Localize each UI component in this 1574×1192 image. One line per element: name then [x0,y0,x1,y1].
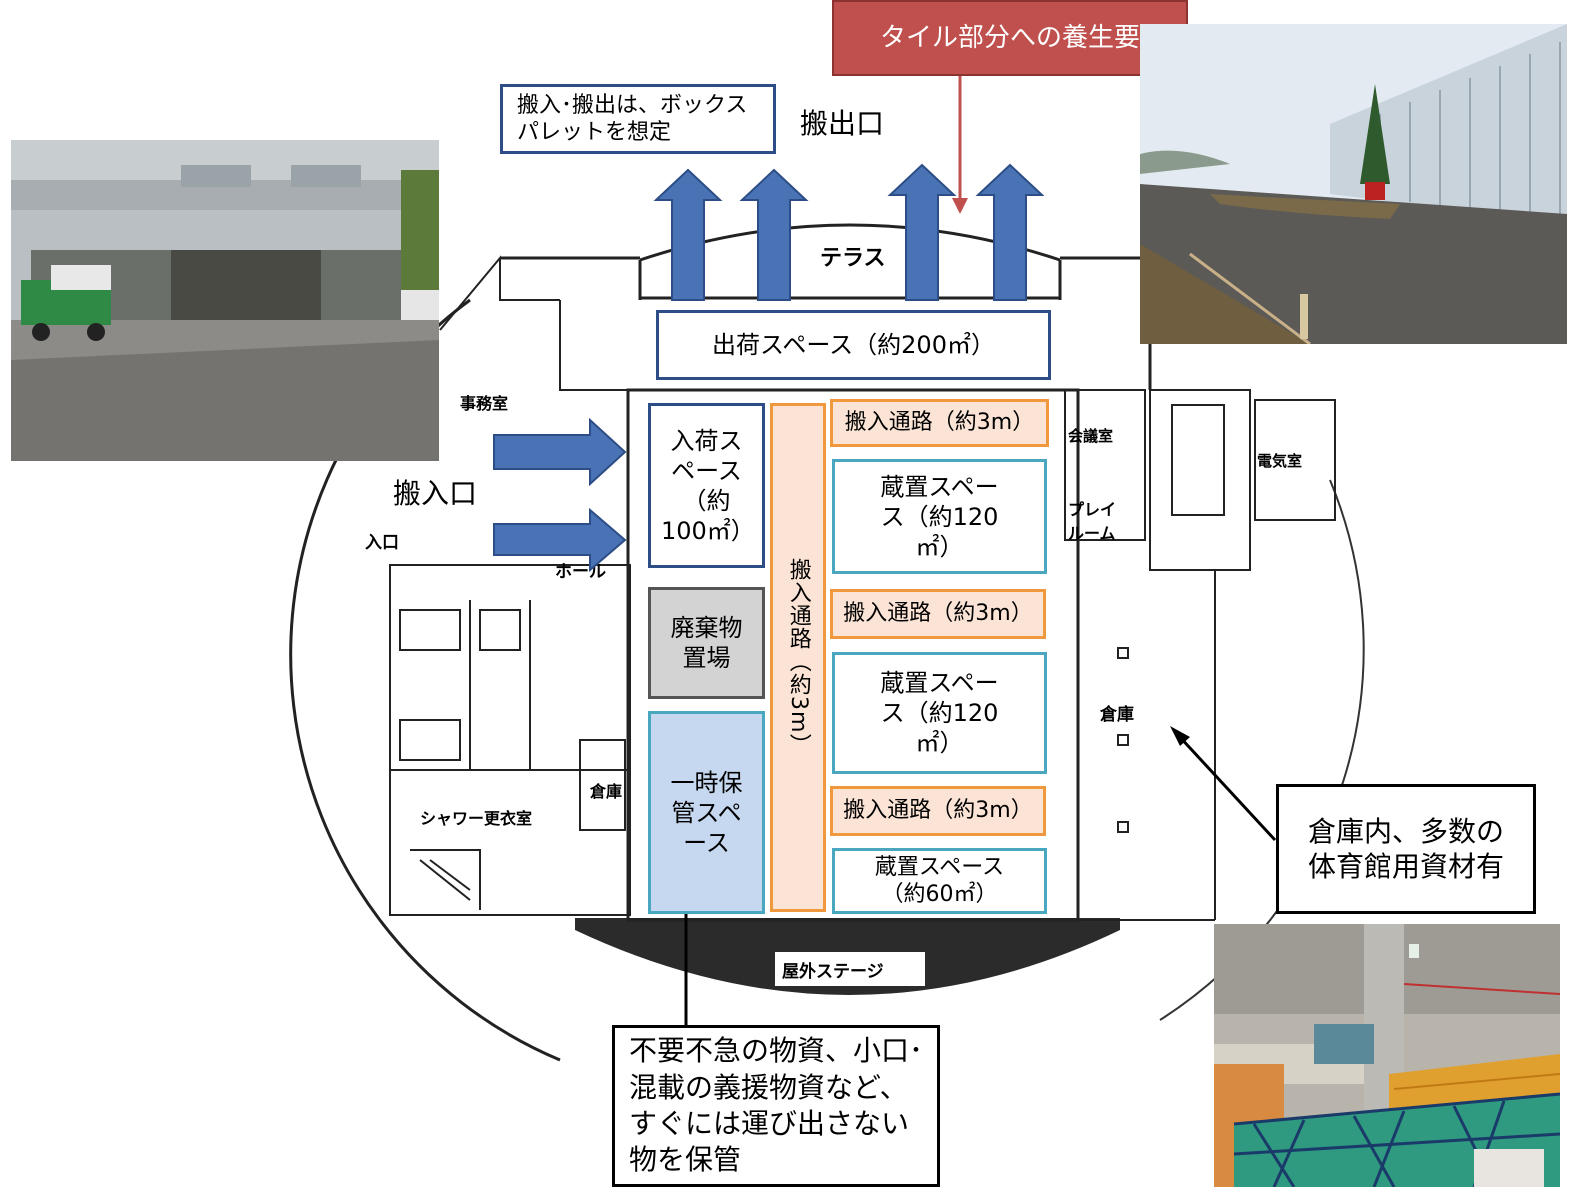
warehouse-pointer [1170,726,1190,746]
terrace-photo [1140,24,1567,344]
shipping-space: 出荷スペース（約200㎡） [656,310,1051,380]
exit-label: 搬出口 [800,107,885,140]
warehouse-photo-art [1214,924,1560,1187]
entry-label: 入口 [365,533,399,553]
main-hall-outline [626,388,1080,922]
entrance-arrow-1 [493,417,627,487]
temporary-storage-space: 一時保管スペース [648,711,765,914]
tile-pointer [952,198,968,214]
warehouse-small-label: 倉庫 [590,782,623,801]
tile-protection-callout: タイル部分への養生要 [832,0,1188,76]
terrace-label: テラス [820,246,886,271]
receiving-space: 入荷スペース（約100㎡） [648,403,765,568]
vertical-corridor-label: 搬入通路（約3m） [785,558,811,757]
temporary-storage-note: 不要不急の物資、小口･混載の義援物資など、すぐには運び出さない物を保管 [612,1025,940,1187]
corridor-2: 搬入通路（約3m） [830,589,1046,639]
conference-label: 会議室 [1068,427,1114,445]
storage-space-3: 蔵置スペース（約60㎡） [832,848,1047,914]
corridor-3: 搬入通路（約3m） [830,786,1046,836]
entrance-label: 搬入口 [393,477,478,510]
entrance-photo [11,140,439,461]
shower-label: シャワー更衣室 [420,809,533,828]
warehouse-large-label: 倉庫 [1100,705,1134,725]
waste-area: 廃棄物置場 [648,587,765,699]
box-pallet-callout: 搬入･搬出は、ボックスパレットを想定 [500,84,776,154]
exit-arrow-1 [653,168,723,301]
warehouse-photo [1214,924,1560,1187]
playroom-label: プレイルーム [1068,500,1117,543]
exit-arrow-3 [887,163,957,301]
outdoor-stage-label: 屋外ステージ [782,962,884,982]
outdoor-stage-label-bg [775,952,925,986]
office-label: 事務室 [460,394,509,413]
vertical-corridor: 搬入通路（約3m） [770,403,826,912]
storage-space-1: 蔵置スペース（約120㎡） [832,459,1047,574]
entrance-photo-art [11,140,439,461]
exit-arrow-2 [739,168,809,301]
warehouse-materials-note: 倉庫内、多数の体育館用資材有 [1276,784,1536,914]
electrical-label: 電気室 [1257,452,1303,470]
entrance-arrow-2 [493,507,627,573]
storage-space-2: 蔵置スペース（約120㎡） [832,652,1047,774]
corridor-1: 搬入通路（約3m） [830,399,1049,447]
exit-arrow-4 [975,163,1045,301]
terrace-photo-art [1140,24,1567,344]
